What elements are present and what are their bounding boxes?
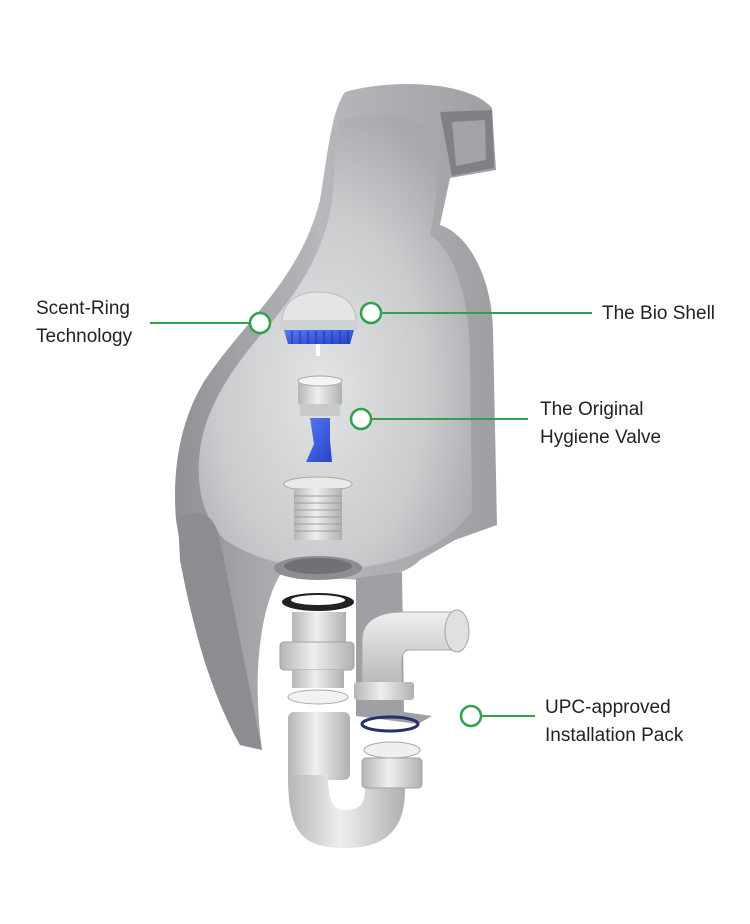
- callout-label-line: Installation Pack: [545, 725, 684, 746]
- callout-label-line: Scent-Ring: [36, 298, 130, 319]
- threaded-flange-part: [283, 476, 353, 540]
- callout-bio-shell-marker: [359, 301, 592, 325]
- callout-label-line: Hygiene Valve: [540, 427, 662, 448]
- callout-label-line: The Bio Shell: [602, 303, 716, 324]
- callout-installation-pack-marker: [459, 704, 535, 728]
- callout-label-line: The Original: [540, 399, 644, 420]
- callout-label-installation-pack: UPC-approved Installation Pack: [545, 694, 683, 750]
- callout-label-hygiene-valve: The Original Hygiene Valve: [540, 396, 661, 452]
- callout-scent-ring-marker: [150, 311, 272, 335]
- hygiene-valve-part: [297, 375, 343, 462]
- callout-label-line: UPC-approved: [545, 697, 671, 718]
- callout-label-scent-ring: Scent-Ring Technology: [36, 295, 132, 351]
- installation-pack-part: [279, 572, 470, 848]
- callout-hygiene-valve-marker: [349, 407, 528, 431]
- scent-ring-part: [280, 291, 358, 356]
- callout-label-line: Technology: [36, 326, 133, 347]
- callout-label-bio-shell: The Bio Shell: [602, 300, 715, 328]
